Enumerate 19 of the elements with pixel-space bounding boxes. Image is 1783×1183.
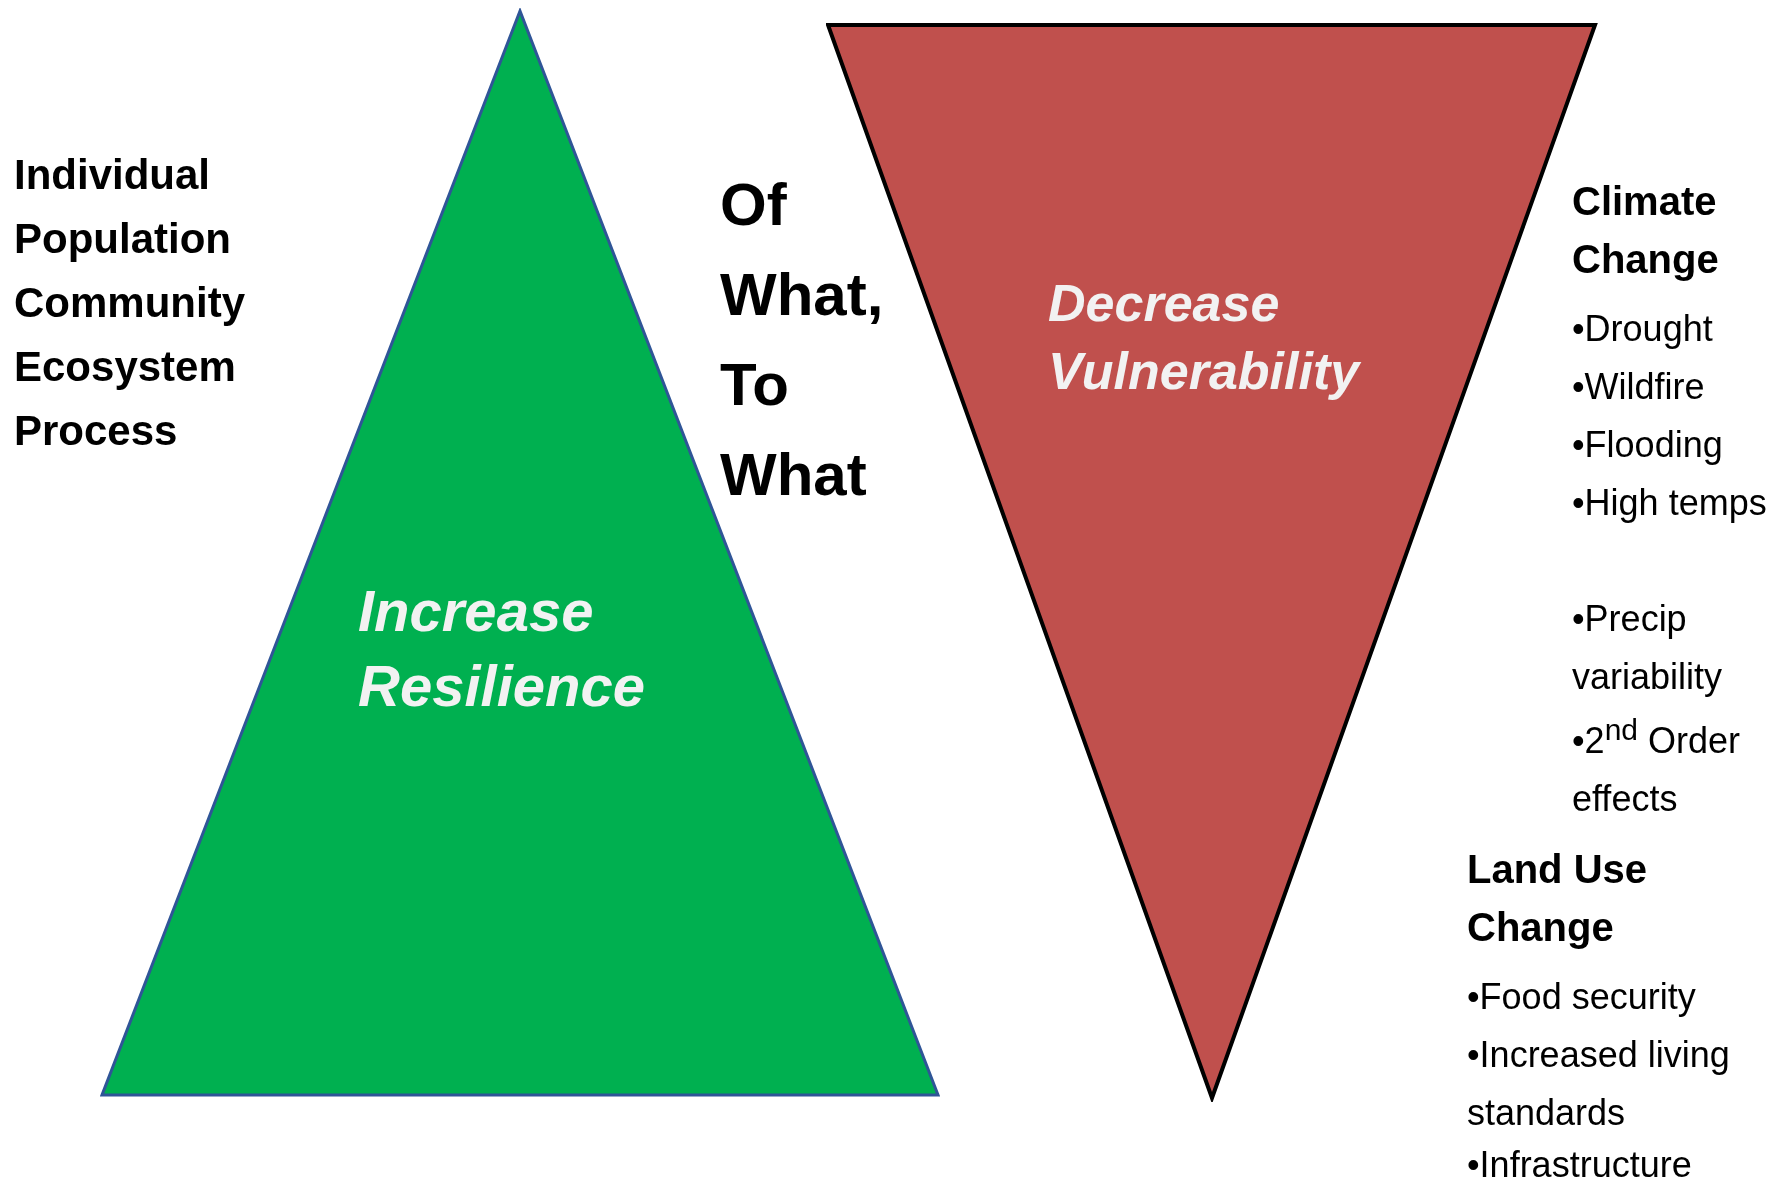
bullet-item: •Increased living standards [1467, 1033, 1731, 1135]
level-label: Process [14, 406, 179, 456]
triangle-label: Increase Resilience [358, 577, 646, 721]
bullet-item: •2$^{nd}$ Order effects [1572, 712, 1742, 821]
bullet-item: •Food security [1467, 975, 1697, 1019]
heading: Land Use Change [1467, 846, 1649, 951]
bullet-item: •Precip variability [1572, 597, 1724, 699]
bullet-item: •High temps [1572, 481, 1768, 525]
triangle-label: Decrease Vulnerability [1048, 273, 1362, 402]
bullet-item: •Wildfire [1572, 365, 1706, 409]
level-label: Community [14, 278, 246, 328]
level-label: Ecosystem [14, 342, 237, 392]
question-text: Of What, To What [720, 170, 885, 510]
bullet-item: •Flooding [1572, 423, 1724, 467]
bullet-item: •Drought [1572, 307, 1714, 351]
level-label: Population [14, 214, 232, 264]
level-label: Individual [14, 150, 211, 200]
bullet-item: •Infrastructure [1467, 1143, 1693, 1183]
heading: Climate Change [1572, 178, 1720, 283]
